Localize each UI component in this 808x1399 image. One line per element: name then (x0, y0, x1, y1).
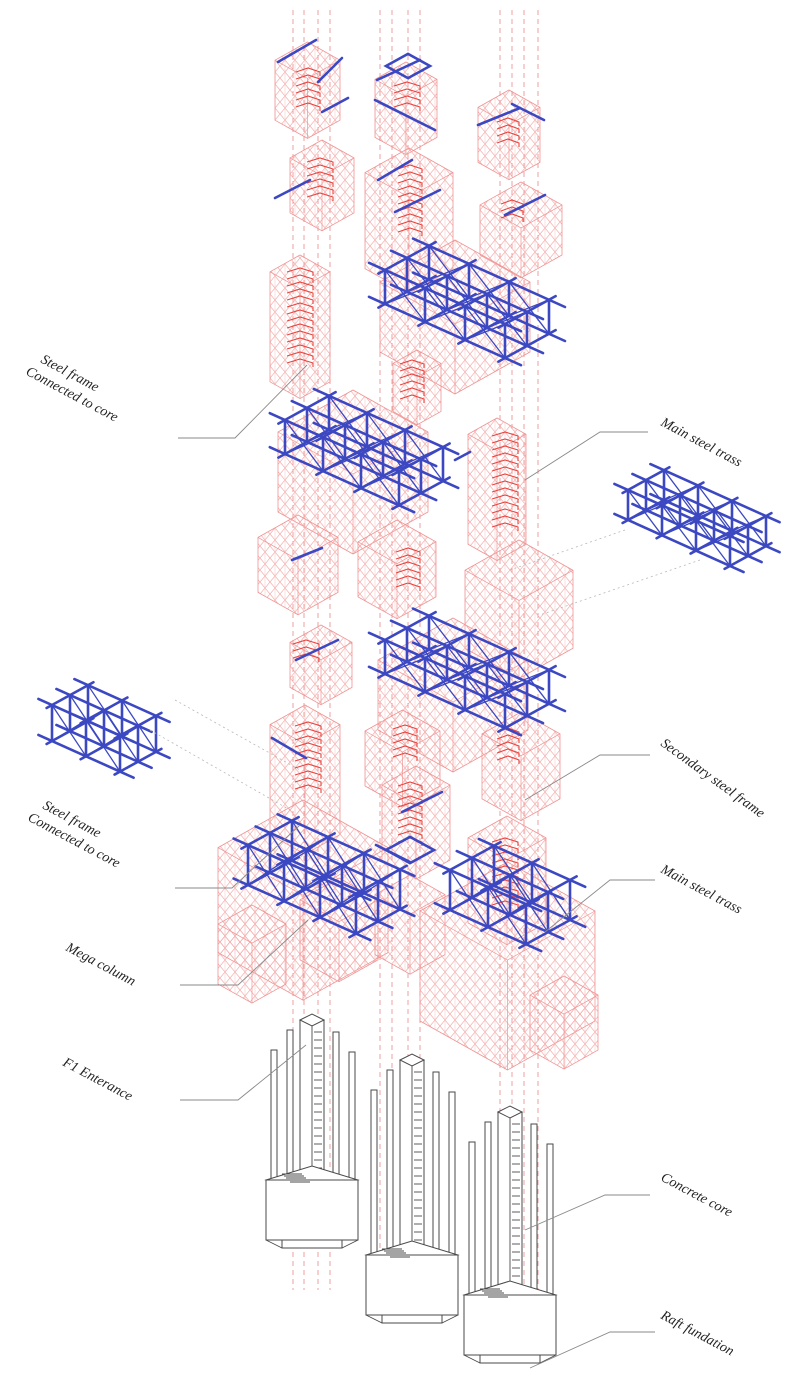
concrete-tower-left (264, 1013, 360, 1249)
core-outline-stack (292, 639, 320, 662)
steel-beam-fragment (376, 158, 414, 182)
floor-module-block (257, 514, 339, 616)
steel-frame-truss-lower (232, 813, 416, 942)
label-concrete-core: Concrete core (658, 1170, 734, 1220)
floor-module-block (392, 349, 442, 426)
ring-beam (383, 52, 433, 80)
floor-module-block (381, 765, 451, 880)
main-steel-truss-top (367, 237, 567, 367)
core-outline-stack (397, 164, 423, 236)
core-outline-stack (392, 724, 418, 761)
floor-module-block (269, 254, 331, 400)
floor-module-block (477, 89, 541, 181)
label-main-steel-trass-upper: Main steel trass (657, 415, 744, 471)
steel-beam-fragment (273, 178, 312, 200)
detached-truss-left (37, 677, 171, 780)
steel-trusses (37, 38, 781, 953)
label-f1-enterance: F1 Enterance (59, 1055, 135, 1105)
floor-module-block (374, 61, 438, 156)
projection-lines (149, 529, 701, 811)
label-raft-fundation: Raft fundation (657, 1308, 736, 1360)
floor-module-block (277, 389, 429, 555)
steel-beam-fragment (375, 58, 422, 82)
concrete-tower-middle (364, 1053, 460, 1324)
detached-truss-right (613, 462, 781, 574)
main-steel-truss-bottom (433, 837, 587, 953)
steel-beam-fragment (476, 106, 522, 127)
steel-beam-fragment (400, 790, 444, 814)
floor-module-block (467, 417, 527, 561)
ring-beam (383, 835, 437, 865)
steel-beam-fragment (320, 96, 350, 114)
steel-beam-fragment (270, 736, 308, 760)
label-mega-column: Mega column (62, 940, 138, 990)
core-outline-stack (295, 67, 321, 111)
floor-modules (217, 41, 599, 1071)
steel-beam-fragment (453, 450, 472, 462)
floor-module-block (217, 904, 287, 1004)
floor-module-block (529, 975, 599, 1070)
floor-module-block (481, 711, 561, 822)
core-outline-stack (399, 359, 425, 403)
steel-frame-truss-upper (268, 387, 460, 514)
steel-beam-fragment (316, 56, 344, 84)
steel-beam-fragment (373, 98, 437, 132)
steel-beam-fragment (503, 193, 547, 217)
leader-lines (175, 364, 655, 1369)
floor-module-block (289, 624, 353, 706)
steel-beam-fragment (276, 38, 318, 64)
label-main-steel-trass-lower: Main steel trass (657, 862, 744, 918)
core-outline-stack (286, 267, 314, 367)
core-outline-stack (491, 431, 519, 531)
floor-module-block (274, 41, 341, 139)
concrete-towers (264, 1013, 558, 1364)
core-outline-stack (496, 117, 520, 147)
floor-module-block (289, 139, 355, 232)
steel-beam-fragment (393, 188, 442, 214)
core-outline-stack (306, 157, 334, 201)
core-outline-stack (395, 547, 421, 591)
concrete-tower-right (462, 1105, 558, 1364)
steel-beam-fragment (510, 102, 546, 122)
core-outline-stack (294, 721, 322, 793)
floor-module-block (357, 519, 437, 620)
steel-beam-fragment (294, 638, 340, 662)
steel-beam-fragment (290, 546, 324, 562)
label-secondary-steel-frame: Secondary steel frame (658, 736, 767, 821)
core-outline-stack (393, 81, 421, 111)
main-steel-truss-middle (367, 607, 567, 737)
